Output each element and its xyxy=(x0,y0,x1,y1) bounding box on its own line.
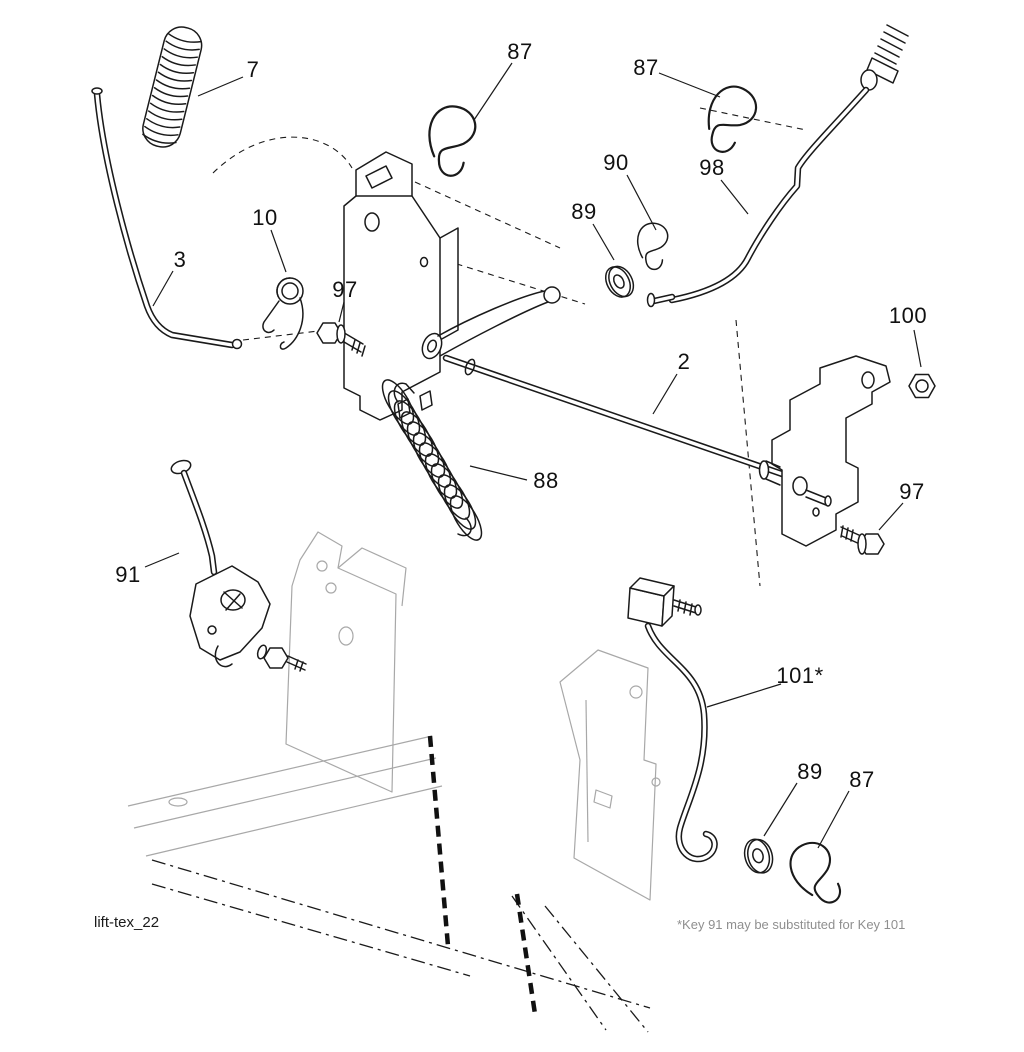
part-97-bolt-right xyxy=(840,525,885,555)
part-87-clip-bottom xyxy=(783,836,845,913)
part-100-nut xyxy=(908,373,936,399)
part-label-89-top: 89 xyxy=(571,199,597,224)
part-label-97-left: 97 xyxy=(332,277,358,302)
part-label-101: 101* xyxy=(776,663,824,688)
part-label-87-top: 87 xyxy=(507,39,533,64)
chassis-sketch-right xyxy=(559,649,661,901)
right-bracket xyxy=(758,355,891,547)
lift-shaft-arm xyxy=(421,286,561,360)
part-101-lever xyxy=(627,577,718,863)
chassis-sketch-left xyxy=(127,531,443,857)
part-label-2: 2 xyxy=(677,349,691,374)
leader-lines xyxy=(144,62,922,849)
diagram-footnote: *Key 91 may be substituted for Key 101 xyxy=(677,917,906,932)
part-label-98: 98 xyxy=(699,155,725,180)
part-87-clip-top xyxy=(416,99,482,181)
diagram-code: lift-tex_22 xyxy=(94,914,160,931)
part-label-100: 100 xyxy=(888,303,928,328)
part-98-rod xyxy=(646,24,909,308)
part-97-bolt-left xyxy=(316,322,366,357)
part-label-3: 3 xyxy=(173,247,187,272)
part-label-87-bot: 87 xyxy=(849,767,875,792)
part-label-97-right: 97 xyxy=(899,479,925,504)
part-2-shaft xyxy=(442,354,792,480)
part-89-washer-bottom xyxy=(743,838,774,874)
part-label-88: 88 xyxy=(533,468,559,493)
part-label-10: 10 xyxy=(252,205,278,230)
part-88-spring xyxy=(381,379,483,541)
part-label-87-right: 87 xyxy=(633,55,659,80)
construction-lines xyxy=(151,107,807,1033)
part-label-91: 91 xyxy=(115,562,141,587)
part-3-rod xyxy=(91,87,243,350)
part-label-7: 7 xyxy=(246,57,260,82)
part-91-lever xyxy=(170,459,307,672)
part-label-90: 90 xyxy=(603,150,629,175)
part-label-89-bot: 89 xyxy=(797,759,823,784)
center-bracket xyxy=(343,151,459,421)
part-7-grip xyxy=(142,26,203,148)
part-10-torsion-spring xyxy=(262,277,304,350)
part-90-clip xyxy=(631,219,671,272)
part-89-washer-top xyxy=(604,265,635,298)
